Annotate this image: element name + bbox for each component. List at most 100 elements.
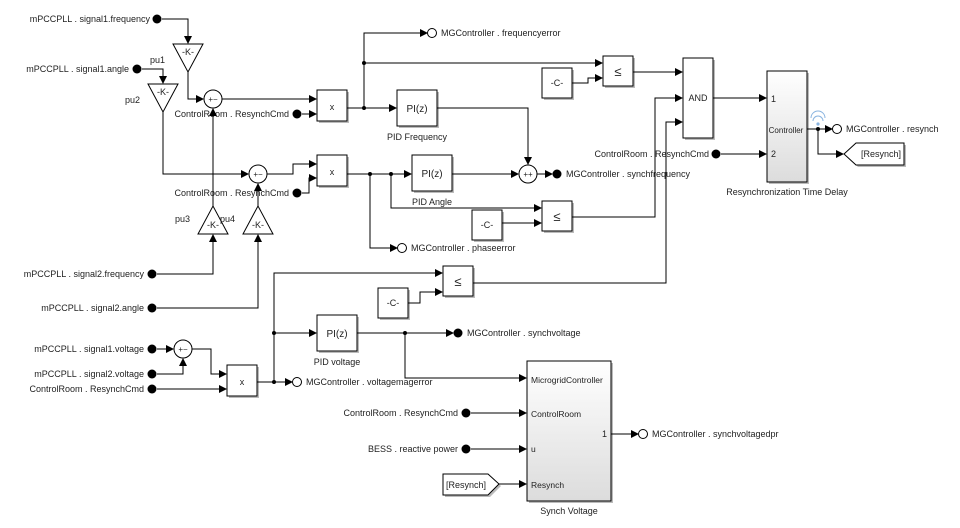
inport-dot[interactable] [147,269,157,279]
resynch-time-delay-subsystem[interactable]: 1 2 Controller Resynchronization Time De… [726,70,848,197]
sum-signs: +− [208,95,218,104]
port-label: 1 [602,429,607,439]
inport-resynch-3[interactable]: ControlRoom . ResynchCmd [29,384,157,394]
inport-resynch-2[interactable]: ControlRoom . ResynchCmd [174,188,302,198]
synch-voltage-subsystem[interactable]: MicrogridController ControlRoom u Resync… [526,360,613,516]
outport-synchfrequency[interactable]: MGController . synchfrequency [552,169,691,179]
gain-symbol: -K- [157,87,169,97]
product-symbol: x [330,102,335,112]
outport-circle[interactable] [638,429,648,439]
inport-dot[interactable] [147,369,157,379]
relational-symbol: ≤ [614,64,621,79]
outport-circle[interactable] [832,124,842,134]
inport-label: mPCCPLL . signal1.angle [26,64,129,74]
sum-block-voltage[interactable]: +− [173,339,193,359]
inport-dot[interactable] [147,384,157,394]
gain-block-pu4[interactable]: -K- [242,204,274,235]
inport-dot[interactable] [711,149,721,159]
subsystem-label: Synch Voltage [540,506,598,516]
goto-resynch-tag[interactable]: [Resynch] [843,142,906,167]
outport-circle[interactable] [552,169,562,179]
outport-synchvoltagedpr[interactable]: MGController . synchvoltagedpr [638,429,779,439]
product-block-angle[interactable]: x [316,154,349,188]
inport-s2-voltage[interactable]: mPCCPLL . signal2.voltage [34,369,157,379]
pid-label: PID Angle [412,197,452,207]
outport-phaseerror[interactable]: MGController . phaseerror [397,243,516,253]
inport-dot[interactable] [461,444,471,454]
relational-block-2[interactable]: ≤ [541,200,574,233]
relational-block-1[interactable]: ≤ [602,55,635,88]
branch-points [272,61,820,384]
sum-signs: +− [178,345,188,354]
pid-frequency-block[interactable]: PI(z) PID Frequency [387,89,448,142]
gain-label-pu2: pu2 [125,95,140,105]
outport-label: MGController . synchfrequency [566,169,691,179]
product-block-freq[interactable]: x [316,89,349,123]
gain-block-pu2[interactable]: -K- [147,83,179,114]
product-block-voltage[interactable]: x [226,364,259,398]
outport-label: MGController . voltagemagerror [306,377,433,387]
outport-circle[interactable] [397,243,407,253]
product-symbol: x [240,377,245,387]
gain-label-pu4: pu4 [220,214,235,224]
inport-s2-angle[interactable]: mPCCPLL . signal2.angle [41,303,157,313]
port-label: Resynch [531,480,564,490]
gain-label-pu3: pu3 [175,214,190,224]
inport-dot[interactable] [132,64,142,74]
outport-label: MGController . resynch [846,124,939,134]
inport-dot[interactable] [461,408,471,418]
inport-dot[interactable] [147,303,157,313]
outport-resynch[interactable]: MGController . resynch [832,124,939,134]
pid-symbol: PI(z) [406,104,427,115]
from-tag-label: [Resynch] [446,480,486,490]
pid-voltage-block[interactable]: PI(z) PID voltage [314,314,361,367]
pid-angle-block[interactable]: PI(z) PID Angle [411,154,454,207]
inport-s2-frequency[interactable]: mPCCPLL . signal2.frequency [24,269,157,279]
pid-label: PID voltage [314,357,361,367]
inport-s1-frequency[interactable]: mPCCPLL . signal1.frequency [30,14,162,24]
inport-s1-voltage[interactable]: mPCCPLL . signal1.voltage [34,344,157,354]
relational-symbol: ≤ [454,274,461,289]
port-label: ControlRoom [531,409,581,419]
sum-signs: +− [253,170,263,179]
inport-resynch-4[interactable]: ControlRoom . ResynchCmd [594,149,721,159]
logic-and-block[interactable]: AND [682,57,715,140]
goto-tag-label: [Resynch] [861,149,901,159]
inport-label: mPCCPLL . signal1.voltage [34,344,144,354]
inport-label: mPCCPLL . signal2.frequency [24,269,145,279]
outport-label: MGController . synchvoltagedpr [652,429,779,439]
logic-symbol: AND [688,93,708,103]
inport-dot[interactable] [152,14,162,24]
outport-circle[interactable] [453,328,463,338]
inport-dot[interactable] [147,344,157,354]
gain-label-pu1: pu1 [150,55,165,65]
from-resynch-tag[interactable]: [Resynch] [442,473,501,497]
inport-bess[interactable]: BESS . reactive power [368,444,471,454]
inport-resynch-1[interactable]: ControlRoom . ResynchCmd [174,109,302,119]
constant-block-1[interactable]: -C- [541,67,574,100]
gain-block-top[interactable]: -K- [172,43,204,74]
sum-signs: ++ [523,170,533,179]
relational-block-3[interactable]: ≤ [442,265,475,298]
sum-block-angle[interactable]: +− [248,164,268,184]
product-symbol: x [330,167,335,177]
inport-label: mPCCPLL . signal1.frequency [30,14,151,24]
signal-broadcast-icon [810,110,826,126]
inport-dot[interactable] [292,188,302,198]
pid-symbol: PI(z) [326,329,347,340]
sum-block-freq[interactable]: +− [203,89,223,109]
outport-circle[interactable] [292,377,302,387]
outport-synchvoltage[interactable]: MGController . synchvoltage [453,328,581,338]
inport-dot[interactable] [292,109,302,119]
outport-circle[interactable] [427,28,437,38]
constant-block-3[interactable]: -C- [377,287,410,320]
sum-block-output[interactable]: ++ [518,164,538,184]
outport-frequencyerror[interactable]: MGController . frequencyerror [427,28,561,38]
port-label: 1 [771,94,776,104]
subsystem-center-label: Controller [769,126,804,135]
inport-label: ControlRoom . ResynchCmd [343,408,458,418]
constant-block-2[interactable]: -C- [471,209,504,242]
constant-symbol: -C- [387,298,400,308]
inport-s1-angle[interactable]: mPCCPLL . signal1.angle [26,64,142,74]
inport-resynch-5[interactable]: ControlRoom . ResynchCmd [343,408,471,418]
